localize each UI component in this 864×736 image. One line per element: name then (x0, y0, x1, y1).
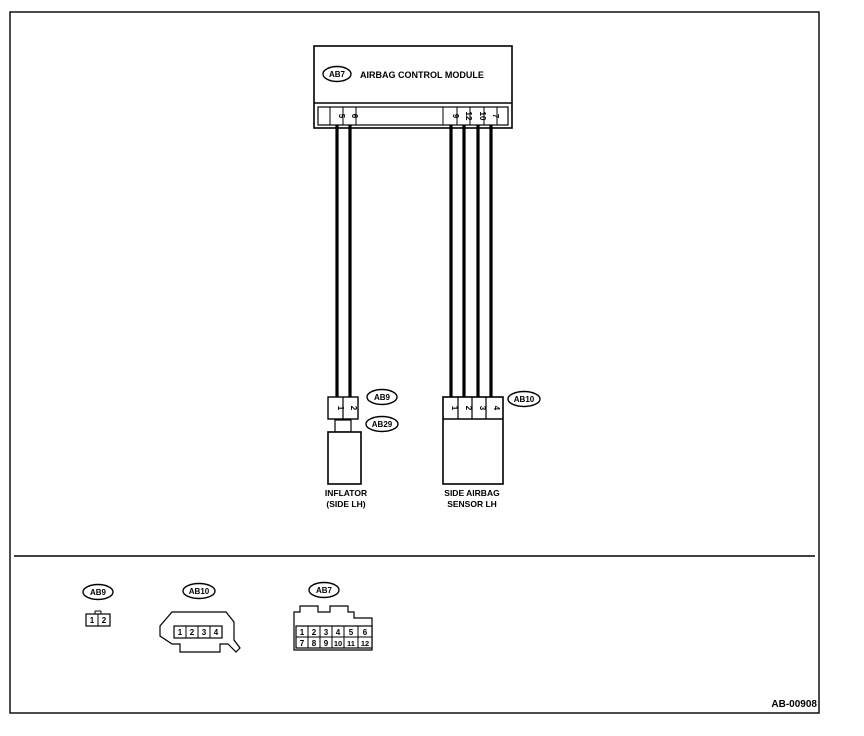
ab7-view-pin: 3 (324, 628, 329, 637)
airbag-control-module: AB7 AIRBAG CONTROL MODULE 5 6 9 12 10 7 (313, 45, 513, 129)
ab9-view-badge-text: AB9 (90, 588, 107, 597)
figure-code: AB-00908 (771, 699, 817, 710)
ab7-view-pin: 11 (347, 639, 355, 648)
ab10-badge-text: AB10 (514, 395, 535, 404)
ab10-view-pin: 1 (178, 628, 183, 637)
ab29-coupler (334, 419, 352, 433)
module-badge-text: AB7 (329, 70, 346, 79)
ab7-view-pin: 6 (363, 628, 368, 637)
ab9-pin-label: 2 (349, 406, 358, 411)
ab10-pin-label: 2 (464, 406, 473, 411)
side-airbag-sensor: 1 2 3 4 AB10 SIDE AIRBAG SENSOR LH (442, 390, 541, 509)
ab10-pin-label: 3 (478, 406, 487, 411)
module-pin-label: 10 (478, 112, 487, 121)
ab10-view-pin: 2 (190, 628, 195, 637)
module-pin-strip (317, 106, 509, 126)
ab7-view-badge-text: AB7 (316, 586, 333, 595)
module-pin-label: 9 (451, 114, 460, 119)
sensor-label: SIDE AIRBAG (444, 488, 500, 498)
module-pin-label: 6 (350, 114, 359, 119)
ab7-view-pin: 12 (361, 639, 369, 648)
ab7-view-pin: 7 (300, 639, 305, 648)
ab9-view-pin: 2 (102, 616, 107, 625)
ab7-view-badge (308, 581, 340, 599)
ab9-connector-view: AB9 1 2 (82, 583, 114, 627)
inflator-label: INFLATOR (325, 488, 367, 498)
module-pin-label: 5 (337, 114, 346, 119)
ab7-view-pin: 4 (336, 628, 341, 637)
ab9-pin-label: 1 (336, 406, 345, 411)
ab10-view-badge-text: AB10 (189, 587, 210, 596)
ab10-pin-label: 1 (450, 406, 459, 411)
ab9-badge (366, 388, 398, 406)
ab9-view-badge (82, 583, 114, 601)
ab9-badge-text: AB9 (374, 393, 391, 402)
inflator-label: (SIDE LH) (326, 499, 365, 509)
ab10-view-badge (182, 582, 216, 600)
ab9-view-pin: 1 (90, 616, 95, 625)
ab10-connector-view: AB10 1 2 3 4 (159, 582, 241, 653)
ab7-connector-view: AB7 1 2 3 4 5 6 7 8 9 10 11 12 (293, 581, 373, 651)
inflator-body (327, 431, 362, 485)
ab7-view-pin: 10 (334, 639, 342, 648)
ab7-view-pin: 5 (349, 628, 354, 637)
ab7-view-pin: 9 (324, 639, 329, 648)
ab7-view-pin: 1 (300, 628, 305, 637)
wire-harness (335, 125, 493, 398)
module-pin-label: 12 (464, 112, 473, 121)
ab10-view-pin: 4 (214, 628, 219, 637)
diagram-frame (9, 11, 820, 714)
module-pin-label: 7 (491, 114, 500, 119)
module-title: AIRBAG CONTROL MODULE (360, 70, 484, 80)
ab7-view-pin: 2 (312, 628, 317, 637)
ab7-view-pin: 8 (312, 639, 317, 648)
ab10-badge (507, 390, 541, 408)
sensor-label: SENSOR LH (447, 499, 497, 509)
ab10-pin-label: 4 (492, 406, 501, 411)
ab29-badge (365, 415, 399, 433)
module-badge (322, 65, 352, 83)
ab10-view-pin: 3 (202, 628, 207, 637)
ab29-badge-text: AB29 (372, 420, 393, 429)
sensor-body (442, 396, 504, 485)
inflator-assembly: 1 2 AB9 AB29 INFLATOR (SIDE LH) (325, 388, 399, 509)
